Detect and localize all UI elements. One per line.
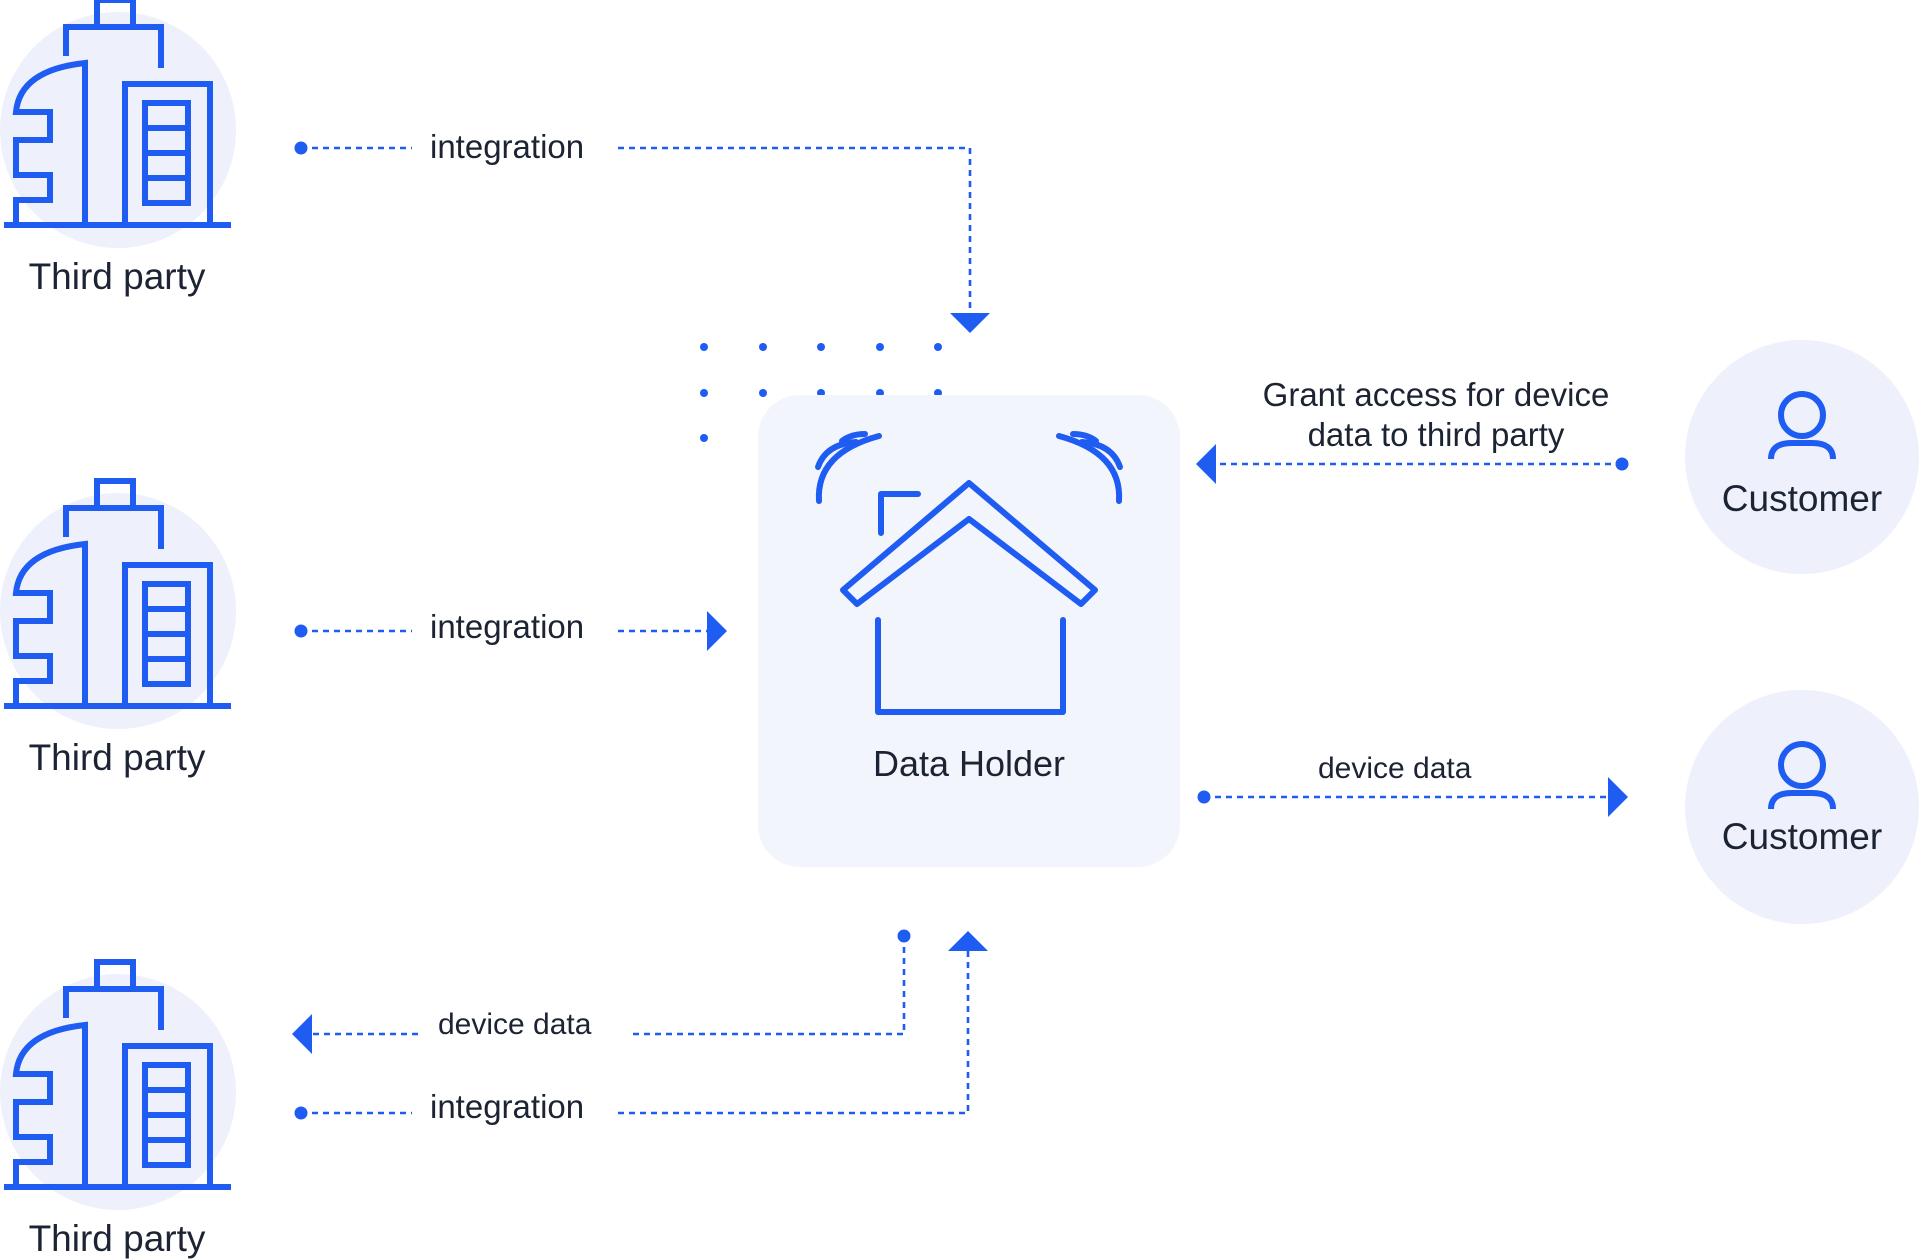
building-icon <box>0 962 236 1210</box>
arrowhead-left <box>292 1014 312 1054</box>
edge-start-dot <box>1197 790 1211 804</box>
edge-start-dot <box>897 929 911 943</box>
customer-node-1 <box>1685 340 1919 574</box>
arrowhead-down <box>950 313 990 333</box>
grid-dot <box>817 343 825 351</box>
customer-label: Customer <box>1721 816 1883 857</box>
edge-start-dot <box>294 1106 308 1120</box>
data-holder-label: Data Holder <box>872 743 1066 784</box>
edge-device-data-bottom <box>310 936 906 1036</box>
third-party-node-1 <box>0 0 236 248</box>
edge-integration-top <box>301 146 972 314</box>
arrowhead-right <box>707 611 727 651</box>
smart-home-icon <box>815 431 1123 715</box>
user-icon <box>1685 340 1919 574</box>
edge-label-device-data-customer: device data <box>1318 752 1472 785</box>
user-icon <box>1685 690 1919 924</box>
edge-label-integration-bottom: integration <box>430 1088 585 1125</box>
third-party-node-3 <box>0 962 236 1210</box>
arrowhead-up <box>948 931 988 951</box>
third-party-label: Third party <box>28 737 206 778</box>
customer-node-2 <box>1685 690 1919 924</box>
edge-start-dot <box>294 141 308 155</box>
grid-dot <box>700 434 708 442</box>
grid-dot <box>934 343 942 351</box>
building-icon <box>0 0 236 248</box>
arrowhead-left <box>1196 444 1216 484</box>
edge-label-grant-access: Grant access for device data to third pa… <box>1262 376 1610 453</box>
grid-dot <box>700 343 708 351</box>
customer-label: Customer <box>1721 478 1883 519</box>
grid-dot <box>876 343 884 351</box>
edge-label-integration-middle: integration <box>430 608 585 645</box>
edge-start-dot <box>294 624 308 638</box>
grid-dot <box>700 389 708 397</box>
third-party-node-2 <box>0 481 236 729</box>
data-holder-panel <box>758 395 1180 867</box>
grid-dot <box>759 343 767 351</box>
arrowhead-right <box>1608 777 1628 817</box>
edge-integration-bottom <box>301 950 970 1115</box>
edge-start-dot <box>1615 457 1629 471</box>
building-icon <box>0 481 236 729</box>
edge-label-integration-top: integration <box>430 128 585 165</box>
third-party-label: Third party <box>28 256 206 297</box>
grid-dot <box>759 389 767 397</box>
edge-label-device-data-bottom: device data <box>438 1008 592 1041</box>
third-party-label: Third party <box>28 1218 206 1259</box>
